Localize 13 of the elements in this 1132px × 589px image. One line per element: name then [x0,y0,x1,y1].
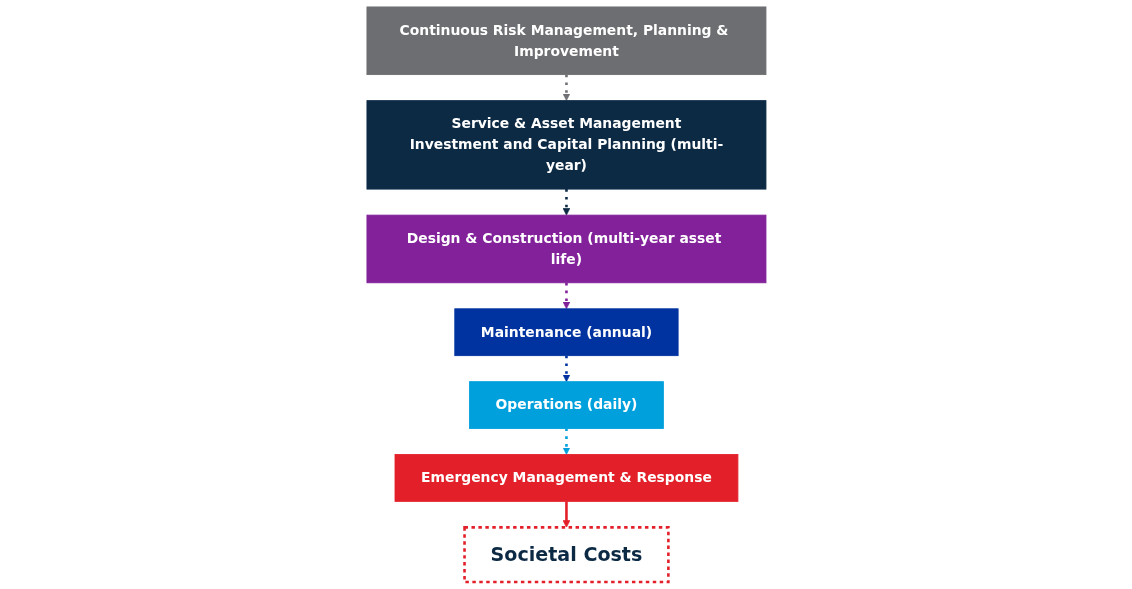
arrow [562,501,570,528]
arrow [562,189,570,216]
arrow [562,355,570,382]
node-box: Maintenance (annual) [453,308,679,357]
arrow [562,282,570,310]
arrow [562,74,570,101]
node-box: Emergency Management & Response [394,454,738,502]
arrow [562,428,570,455]
node-box: Design & Construction (multi-year asset life) [366,214,766,284]
node-box: Societal Costs [462,526,670,584]
node-box: Continuous Risk Management, Planning & Improvement [366,6,766,76]
node-box: Service & Asset Management Investment and Capital Planning (multi-year) [366,100,766,190]
node-box: Operations (daily) [468,381,664,429]
